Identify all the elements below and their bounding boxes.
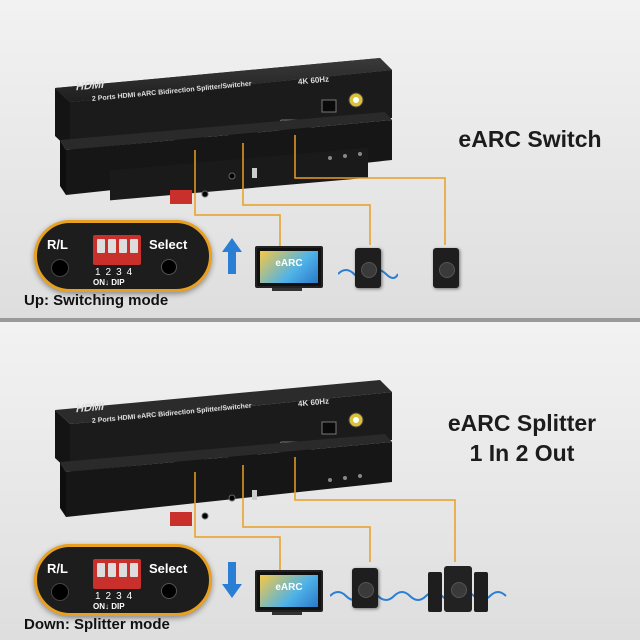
dip-numbers: 1234 [95,267,138,278]
soundbar-icon [428,566,488,612]
audio-jack-icon [51,583,69,601]
tv-icon: eARC [255,246,323,288]
speaker-icon [355,248,381,288]
dip-switch [93,235,141,265]
rl-label: R/L [47,237,68,252]
device-illustration-bottom [55,380,456,570]
dip-numbers: 1234 [95,591,138,602]
tv-label: eARC [275,582,303,593]
audio-jack-icon [51,259,69,277]
panel-divider [0,318,640,322]
arrow-up-icon [222,238,242,274]
select-label: Select [149,237,188,252]
tv-stand [272,612,302,615]
tv-icon: eARC [255,570,323,612]
dip-switch-zoom-bottom: R/L 1234 ON↓ DIP Select [34,544,212,616]
dip-switch [93,559,141,589]
dip-label: ON↓ DIP [93,278,125,287]
dip-label: ON↓ DIP [93,602,125,611]
select-button-icon [161,583,177,599]
top-headline: eARC Switch [458,126,602,152]
arrow-down-icon [222,562,242,598]
tv-stand [272,288,302,291]
device-brand-logo: HDMI [76,78,105,94]
select-label: Select [149,561,188,576]
device-brand-logo: HDMI [76,400,105,416]
select-button-icon [161,259,177,275]
bottom-headline-line2: 1 In 2 Out [469,440,575,466]
device-illustration-top [55,58,446,250]
top-caption: Up: Switching mode [24,292,169,309]
rl-label: R/L [47,561,68,576]
bottom-caption: Down: Splitter mode [24,616,170,633]
speaker-icon [433,248,459,288]
bottom-headline-line1: eARC Splitter [447,410,597,436]
bottom-panel: HDMI 2 Ports HDMI eARC Bidirection Split… [0,322,640,640]
speaker-icon [352,568,378,608]
top-panel: HDMI 2 Ports HDMI eARC Bidirection Split… [0,0,640,318]
dip-switch-zoom-top: R/L 1234 ON↓ DIP Select [34,220,212,292]
tv-label: eARC [275,258,303,269]
